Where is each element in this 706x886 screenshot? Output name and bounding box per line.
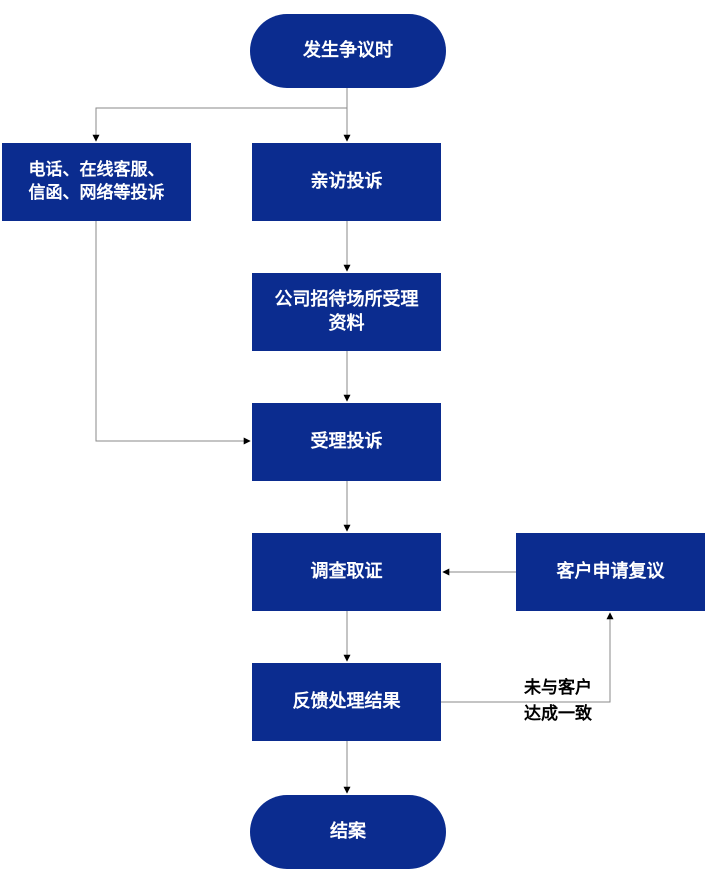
edge-label-no-agreement: 未与客户 达成一致 — [524, 678, 592, 724]
node-accept-complaint: 受理投诉 — [252, 403, 441, 481]
node-start: 发生争议时 — [250, 14, 446, 88]
node-customer-review-request: 客户申请复议 — [516, 533, 705, 611]
connector-side-to-accept — [95, 221, 251, 445]
node-end: 结案 — [250, 795, 446, 869]
node-investigate: 调查取证 — [252, 533, 441, 611]
node-remote-complaint-channels: 电话、在线客服、 信函、网络等投诉 — [2, 143, 191, 221]
connector-start-to-side — [92, 107, 347, 142]
node-visit-complaint: 亲访投诉 — [252, 143, 441, 221]
node-office-reception: 公司招待场所受理 资料 — [252, 273, 441, 351]
connector-result-to-review — [441, 612, 614, 703]
node-feedback-result: 反馈处理结果 — [252, 663, 441, 741]
